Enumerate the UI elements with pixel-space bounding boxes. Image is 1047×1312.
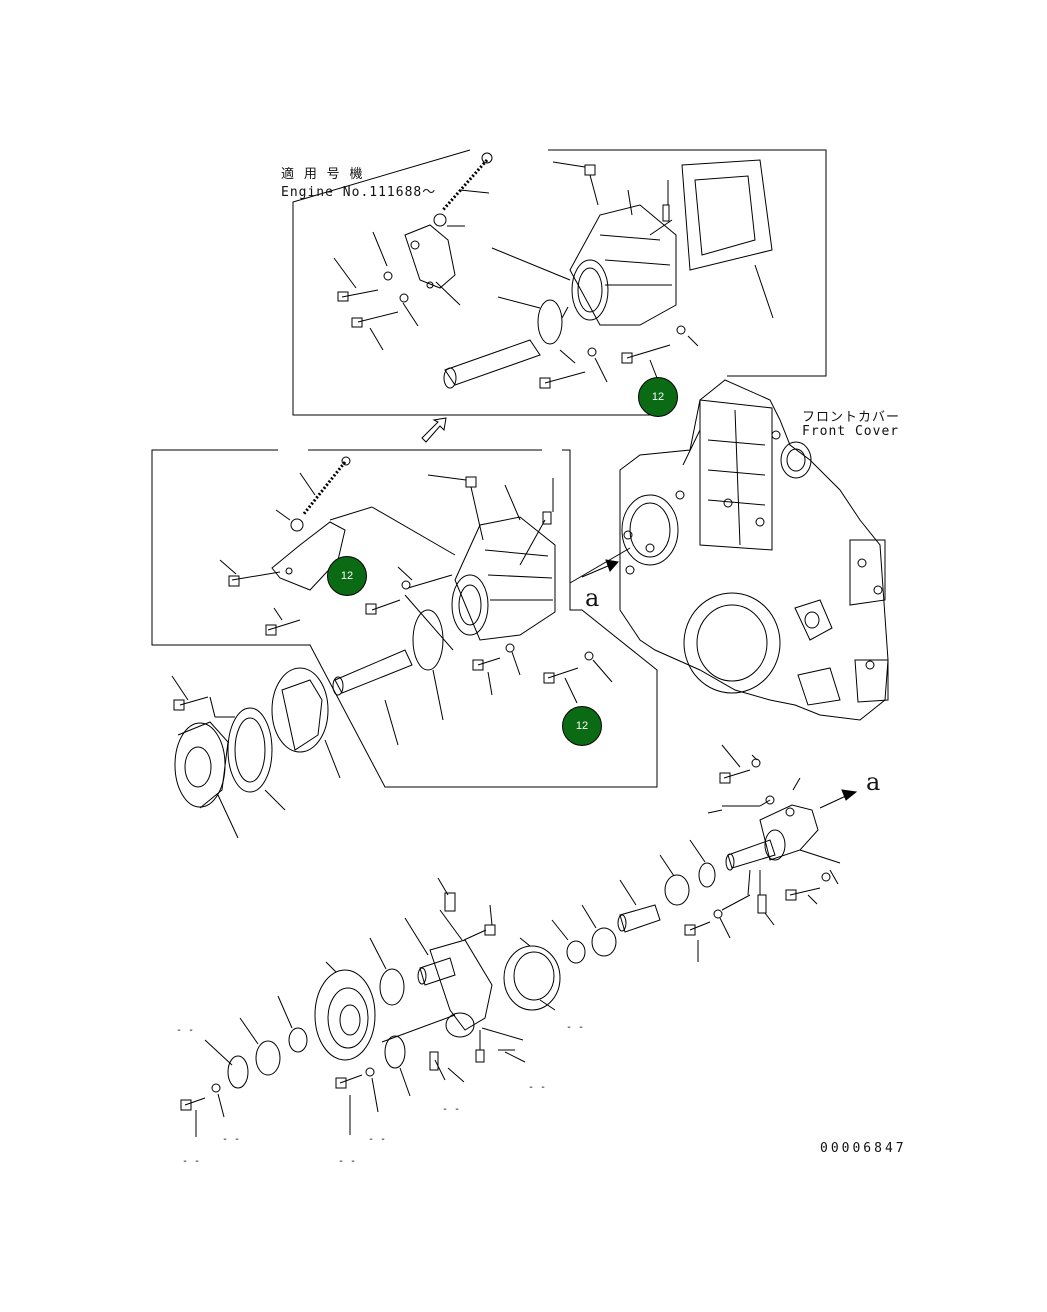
engine-number-label: Engine No.111688～ (281, 185, 437, 200)
front-cover-label-jp: フロントカバー (802, 410, 901, 425)
callout-badge[interactable]: 12 (638, 377, 678, 417)
front-cover-label-en: Front Cover (802, 424, 900, 439)
svg-text:- -: - - (566, 1022, 584, 1033)
svg-text:- -: - - (528, 1082, 546, 1093)
svg-text:- -: - - (222, 1134, 240, 1145)
upper-inset-frame (292, 149, 655, 416)
callout-badge[interactable]: 12 (327, 556, 367, 596)
lower-inset-frame (151, 449, 658, 788)
callout-badge[interactable]: 12 (562, 706, 602, 746)
applicable-models-label: 適 用 号 機 (281, 167, 364, 182)
arrow-tag-left: a (585, 584, 600, 612)
svg-text:- -: - - (176, 1025, 194, 1036)
svg-text:- -: - - (338, 1156, 356, 1167)
svg-text:- -: - - (442, 1104, 460, 1115)
drawing-number: 00006847 (820, 1141, 907, 1156)
front-cover-outline (619, 379, 889, 721)
svg-text:- -: - - (368, 1134, 386, 1145)
svg-text:- -: - - (182, 1156, 200, 1167)
arrow-tag-right: a (866, 768, 881, 796)
